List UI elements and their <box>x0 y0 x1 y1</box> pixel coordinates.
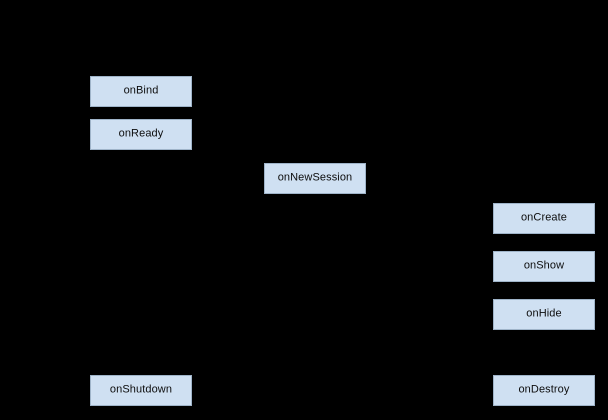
node-label-on-shutdown: onShutdown <box>109 383 173 396</box>
node-on-hide[interactable]: onHide <box>493 299 595 330</box>
node-on-shutdown[interactable]: onShutdown <box>90 375 192 406</box>
node-label-on-show: onShow <box>523 259 565 272</box>
node-on-create[interactable]: onCreate <box>493 203 595 234</box>
node-on-bind[interactable]: onBind <box>90 76 192 107</box>
node-label-on-hide: onHide <box>526 307 562 320</box>
node-on-ready[interactable]: onReady <box>90 119 192 150</box>
node-label-on-create: onCreate <box>520 211 568 224</box>
node-label-on-bind: onBind <box>123 84 159 97</box>
node-on-destroy[interactable]: onDestroy <box>493 375 595 406</box>
node-label-on-ready: onReady <box>118 127 164 140</box>
node-on-show[interactable]: onShow <box>493 251 595 282</box>
node-on-new-session[interactable]: onNewSession <box>264 163 366 194</box>
node-label-on-destroy: onDestroy <box>518 383 570 396</box>
node-label-on-new-session: onNewSession <box>277 171 353 184</box>
